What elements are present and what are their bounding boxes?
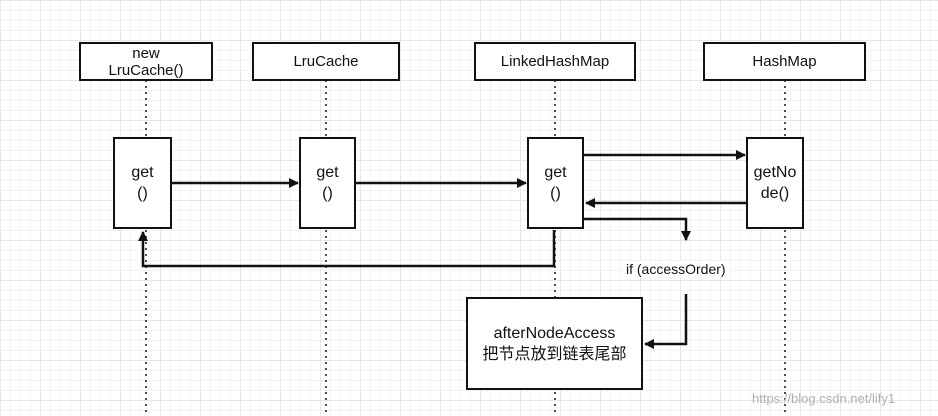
participant-new-lrucache-label: new LruCache() bbox=[108, 44, 184, 79]
after-node-access-box: afterNodeAccess 把节点放到链表尾部 bbox=[466, 297, 643, 390]
participant-linkedhashmap: LinkedHashMap bbox=[474, 42, 636, 81]
activation-lrucache-get-label: get () bbox=[316, 164, 339, 202]
activation-linkedhashmap-get: get () bbox=[527, 137, 584, 229]
participant-lrucache: LruCache bbox=[252, 42, 400, 81]
participant-hashmap: HashMap bbox=[703, 42, 866, 81]
after-node-access-label: afterNodeAccess 把节点放到链表尾部 bbox=[482, 324, 627, 363]
participant-lrucache-label: LruCache bbox=[293, 53, 359, 70]
activation-new-lrucache-get-label: get () bbox=[131, 164, 154, 202]
activation-lrucache-get: get () bbox=[299, 137, 356, 229]
activation-linkedhashmap-get-label: get () bbox=[544, 164, 567, 202]
activation-hashmap-getnode-label: getNo de() bbox=[753, 164, 797, 202]
arrow-to-condition bbox=[584, 217, 691, 241]
arrow-return-to-caller bbox=[138, 230, 556, 268]
condition-label: if (accessOrder) bbox=[622, 261, 730, 277]
participant-new-lrucache: new LruCache() bbox=[79, 42, 213, 81]
activation-hashmap-getnode: getNo de() bbox=[746, 137, 804, 229]
arrow-condition-to-afternodeaccess bbox=[644, 294, 688, 349]
participant-hashmap-label: HashMap bbox=[752, 53, 817, 70]
activation-new-lrucache-get: get () bbox=[113, 137, 172, 229]
participant-linkedhashmap-label: LinkedHashMap bbox=[500, 53, 610, 70]
watermark: https://blog.csdn.net/lify1 bbox=[752, 391, 896, 406]
